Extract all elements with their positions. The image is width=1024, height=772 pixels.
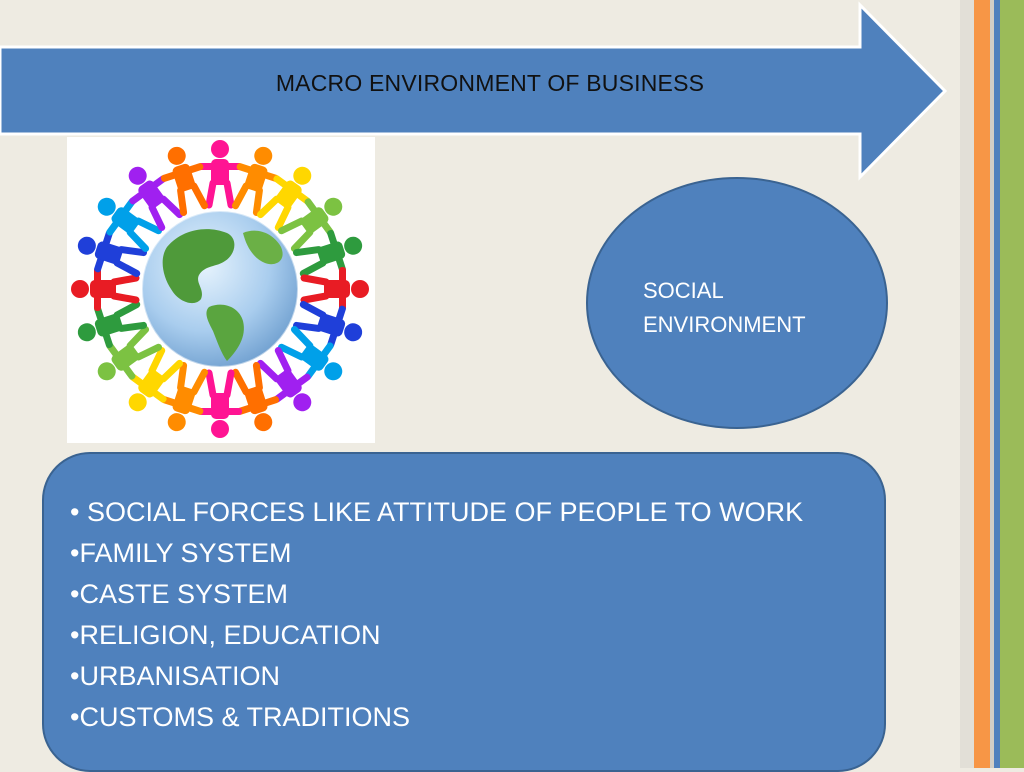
- person-figure: [277, 325, 343, 381]
- social-forces-box: • SOCIAL FORCES LIKE ATTITUDE OF PEOPLE …: [42, 452, 886, 772]
- globe-with-people-holding-hands-icon: [71, 140, 369, 438]
- globe-people-image: [67, 137, 375, 443]
- list-item: •CUSTOMS & TRADITIONS: [70, 697, 803, 738]
- person-figure: [160, 361, 209, 432]
- list-item-text: CASTE SYSTEM: [79, 579, 288, 609]
- list-item: •CASTE SYSTEM: [70, 574, 803, 615]
- person-figure: [97, 325, 163, 381]
- title-arrow: [0, 1, 948, 181]
- person-figure: [256, 166, 312, 232]
- bullet-glyph: •: [70, 538, 80, 568]
- social-environment-ellipse: [586, 177, 888, 429]
- person-figure: [292, 300, 363, 349]
- person-figure: [198, 369, 242, 438]
- person-figure: [300, 267, 369, 311]
- person-figure: [71, 267, 140, 311]
- person-figure: [256, 346, 312, 412]
- stripe-orange: [974, 0, 990, 768]
- decorative-stripes: [960, 0, 1024, 768]
- list-item: •URBANISATION: [70, 656, 803, 697]
- bullet-list: • SOCIAL FORCES LIKE ATTITUDE OF PEOPLE …: [70, 492, 803, 738]
- list-item: •FAMILY SYSTEM: [70, 533, 803, 574]
- list-item: • SOCIAL FORCES LIKE ATTITUDE OF PEOPLE …: [70, 492, 803, 533]
- stripe-gap: [990, 0, 994, 768]
- list-item-text: RELIGION, EDUCATION: [79, 620, 381, 650]
- person-figure: [277, 197, 343, 253]
- list-item-text: CUSTOMS & TRADITIONS: [79, 702, 410, 732]
- stripe-blue: [994, 0, 1000, 768]
- person-figure: [231, 146, 280, 217]
- stripe-light: [960, 0, 974, 768]
- list-item-text: FAMILY SYSTEM: [79, 538, 292, 568]
- person-figure: [77, 300, 148, 349]
- diagram-title: MACRO ENVIRONMENT OF BUSINESS: [275, 70, 705, 96]
- ellipse-label-line-1: SOCIAL: [643, 278, 724, 303]
- list-item-text: SOCIAL FORCES LIKE ATTITUDE OF PEOPLE TO…: [79, 497, 804, 527]
- bullet-glyph: •: [70, 702, 80, 732]
- ellipse-label-line-2: ENVIRONMENT: [643, 312, 806, 337]
- person-figure: [97, 197, 163, 253]
- person-figure: [231, 361, 280, 432]
- stripe-green: [1000, 0, 1024, 768]
- bullet-glyph: •: [70, 497, 80, 527]
- bullet-glyph: •: [70, 620, 80, 650]
- person-figure: [292, 229, 363, 278]
- bullet-glyph: •: [70, 661, 80, 691]
- list-item: •RELIGION, EDUCATION: [70, 615, 803, 656]
- bullet-glyph: •: [70, 579, 80, 609]
- person-figure: [77, 229, 148, 278]
- ellipse-label: SOCIAL ENVIRONMENT: [643, 274, 843, 342]
- person-figure: [160, 146, 209, 217]
- list-item-text: URBANISATION: [79, 661, 280, 691]
- person-figure: [128, 346, 184, 412]
- person-figure: [128, 166, 184, 232]
- person-figure: [198, 140, 242, 209]
